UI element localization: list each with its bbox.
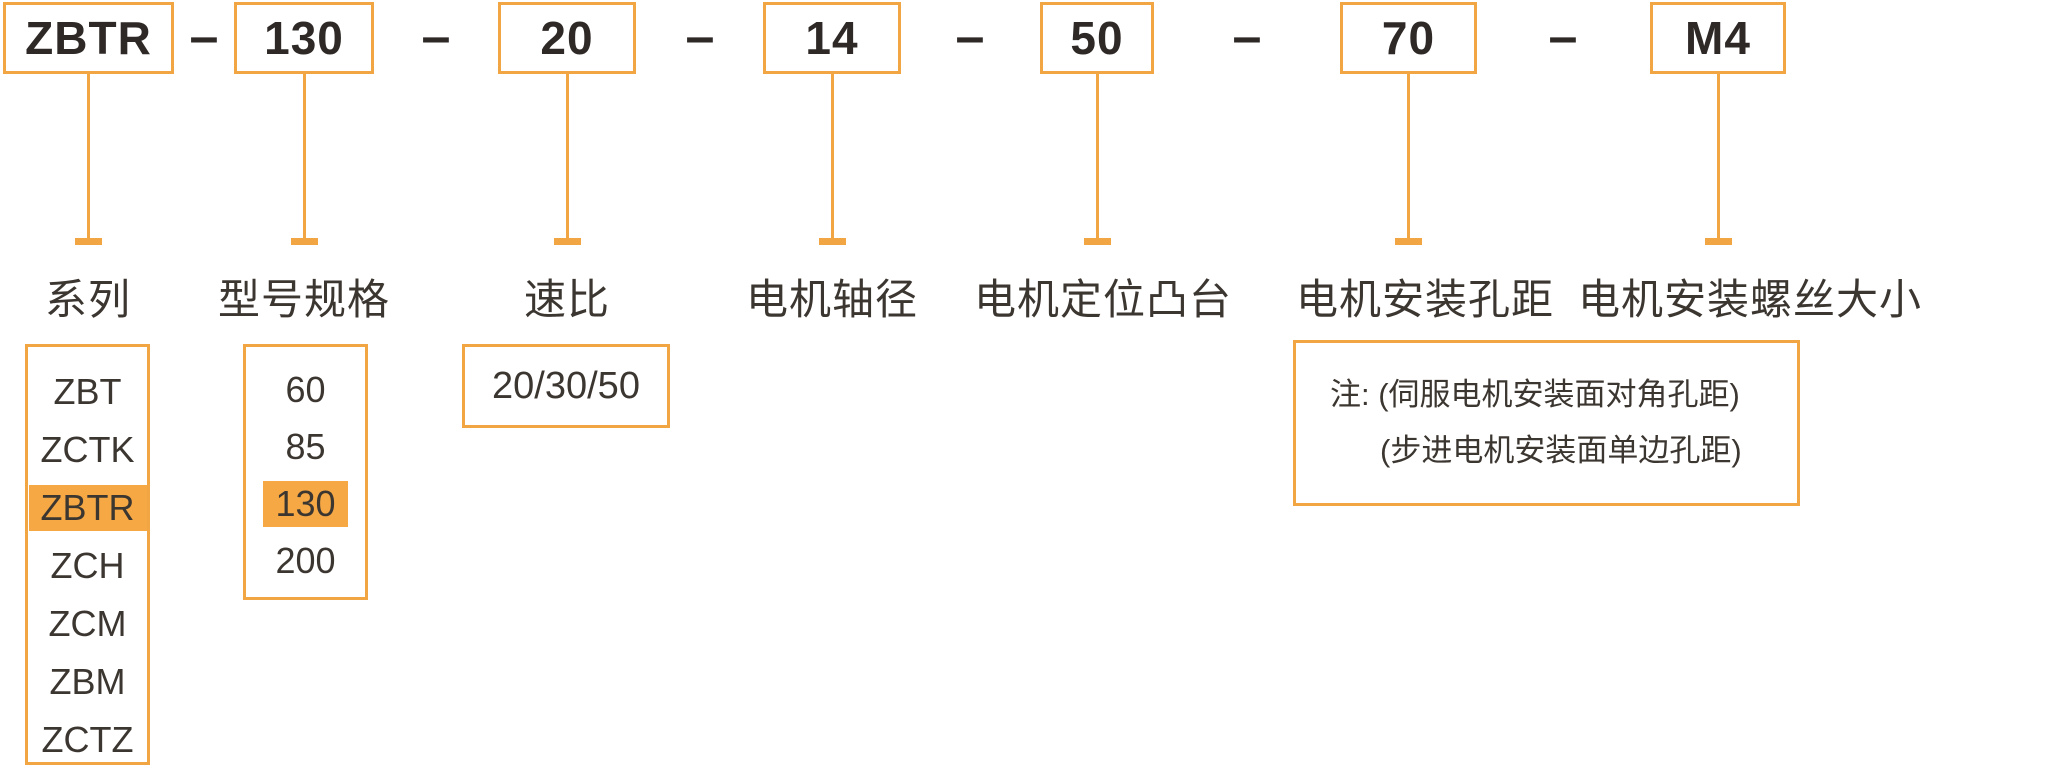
code-segment-value: ZBTR	[25, 12, 152, 64]
separator-dash: –	[685, 8, 715, 66]
code-segment-value: 20	[540, 12, 594, 64]
code-box-motor-boss: 50	[1040, 2, 1154, 74]
note-line-1: 注: (伺服电机安装面对角孔距)	[1330, 377, 1740, 412]
code-segment-value: 70	[1381, 12, 1436, 64]
series-option: ZCM	[48, 603, 127, 644]
label-series: 系列	[44, 276, 132, 323]
series-option: ZCH	[50, 545, 125, 586]
code-segment-value: 130	[264, 12, 344, 64]
connector-line-model-spec	[291, 73, 318, 245]
series-options-box: ZBT ZCTK ZBTR ZCH ZCM ZBM ZCTZ	[25, 344, 150, 765]
label-motor-screw-size: 电机安装螺丝大小	[1577, 276, 1923, 323]
series-option-selected: ZBTR	[28, 479, 147, 537]
separator-dash: –	[1548, 8, 1578, 66]
speed-ratio-value: 20/30/50	[492, 364, 640, 407]
separator-dash: –	[1232, 8, 1262, 66]
connector-line-speed-ratio	[554, 73, 581, 245]
code-box-motor-hole-pitch: 70	[1340, 2, 1477, 74]
label-motor-hole-pitch: 电机安装孔距	[1295, 276, 1555, 323]
series-option: ZCTK	[40, 429, 135, 470]
connector-line-motor-boss	[1084, 73, 1111, 245]
model-spec-option-selected: 130	[246, 475, 365, 532]
series-option: ZBT	[53, 371, 122, 412]
model-spec-option: 200	[275, 539, 336, 581]
model-spec-option: 85	[285, 425, 326, 467]
connector-line-motor-hole-pitch	[1395, 73, 1422, 245]
series-option: ZBM	[49, 661, 126, 702]
speed-ratio-box: 20/30/50	[462, 344, 670, 428]
model-spec-options-box: 60 85 130 200	[243, 344, 368, 600]
note-line-2: (步进电机安装面单边孔距)	[1380, 433, 1742, 468]
series-option: ZCTZ	[41, 719, 134, 760]
model-spec-option: 60	[285, 368, 326, 410]
note-box: 注: (伺服电机安装面对角孔距) (步进电机安装面单边孔距)	[1293, 340, 1800, 506]
connector-line-motor-screw-size	[1705, 73, 1732, 245]
label-model-spec: 型号规格	[217, 276, 391, 323]
code-box-motor-screw-size: M4	[1650, 2, 1786, 74]
code-segment-value: M4	[1685, 12, 1751, 64]
code-box-model-spec: 130	[234, 2, 374, 74]
separator-dash: –	[189, 8, 219, 66]
connector-line-series	[75, 73, 102, 245]
code-box-speed-ratio: 20	[498, 2, 636, 74]
connector-line-motor-shaft-dia	[819, 73, 846, 245]
label-speed-ratio: 速比	[523, 276, 611, 323]
label-motor-shaft-dia: 电机轴径	[745, 276, 919, 323]
separator-dash: –	[955, 8, 985, 66]
code-box-series: ZBTR	[3, 2, 174, 74]
separator-dash: –	[421, 8, 451, 66]
label-motor-boss: 电机定位凸台	[973, 276, 1233, 323]
code-segment-value: 14	[805, 12, 859, 64]
code-segment-value: 50	[1070, 12, 1124, 64]
code-box-motor-shaft-dia: 14	[763, 2, 901, 74]
